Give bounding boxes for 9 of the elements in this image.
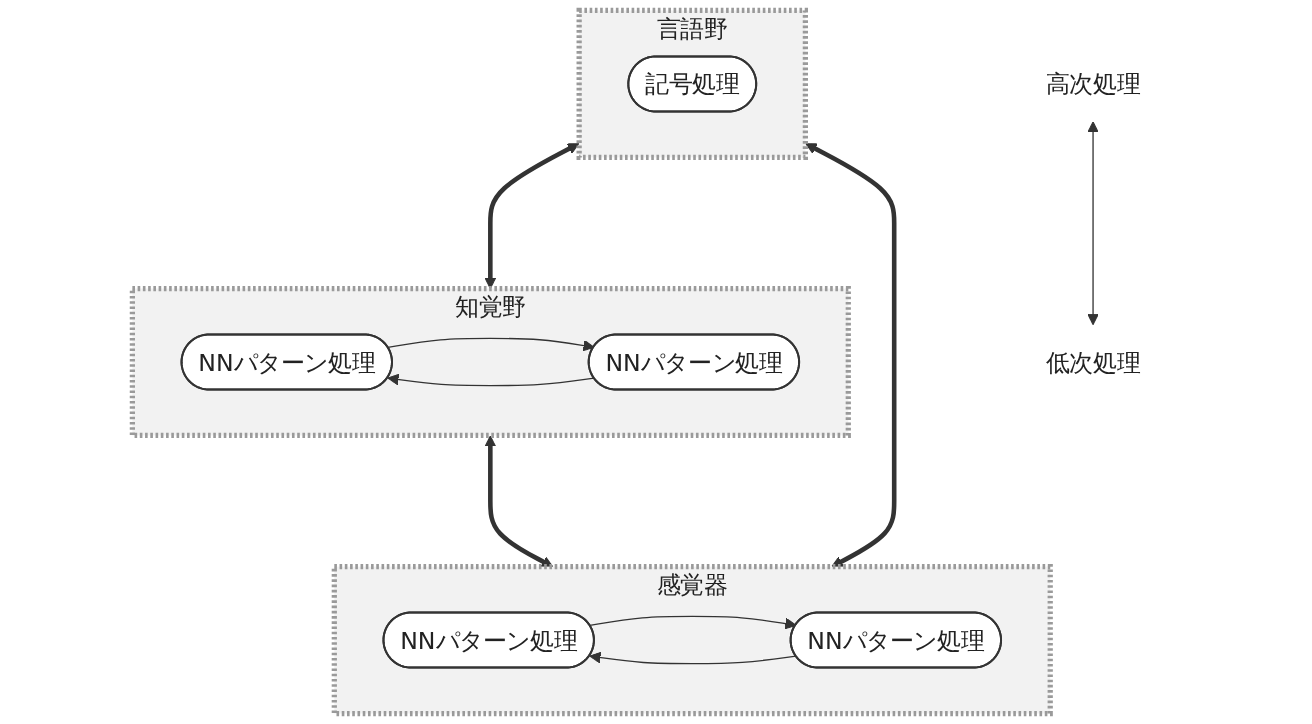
- arrow: [589, 615, 797, 630]
- arrow: [387, 337, 595, 352]
- arrow: [805, 143, 897, 568]
- arrow: [484, 435, 554, 568]
- arrow: [589, 651, 797, 665]
- arrow: [1087, 121, 1099, 326]
- node-text: 低次処理: [1045, 348, 1141, 376]
- arrow: [387, 373, 595, 387]
- node-text: 高次処理: [1045, 70, 1141, 98]
